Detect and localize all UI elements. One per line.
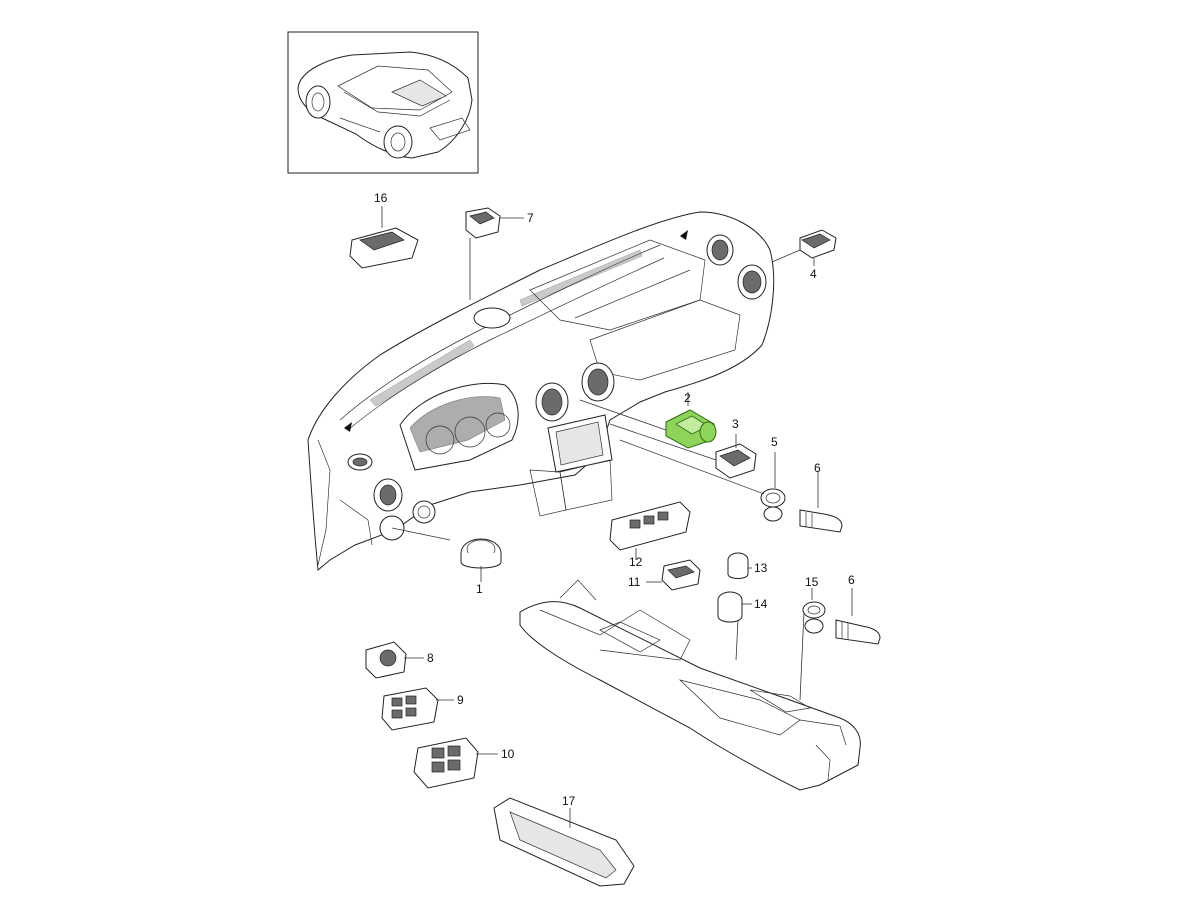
part-12-switch-strip[interactable]	[609, 501, 691, 551]
vent-icon	[737, 264, 767, 300]
center-console	[519, 579, 861, 791]
leader-lines	[381, 206, 853, 828]
part-17-console-insert[interactable]	[493, 797, 635, 887]
car-icon	[297, 51, 473, 159]
callout-7: 7	[527, 211, 534, 225]
part-5-socket[interactable]	[760, 488, 786, 522]
callout-2: 2	[684, 391, 691, 405]
callout-12: 12	[629, 555, 643, 569]
part-4-switch[interactable]	[799, 229, 837, 259]
vent-icon	[347, 453, 373, 471]
part-1-ignition-ring[interactable]	[460, 538, 502, 569]
part-14-socket[interactable]	[717, 591, 743, 623]
callout-16: 16	[374, 191, 388, 205]
part-6-plug[interactable]	[799, 509, 843, 533]
callout-1: 1	[476, 582, 483, 596]
part-6-plug[interactable]	[835, 619, 881, 645]
vent-icon	[373, 478, 403, 512]
callout-13: 13	[754, 561, 768, 575]
callout-14: 14	[754, 597, 768, 611]
vent-icon	[535, 382, 569, 422]
callout-labels: 1 2 3 4 5 6 6 7 8 9 10 11 12 13 14 15 16…	[374, 191, 855, 808]
callout-17: 17	[562, 794, 576, 808]
callout-15: 15	[805, 575, 819, 589]
part-16-trim[interactable]	[349, 227, 419, 269]
part-3-switch[interactable]	[715, 443, 757, 479]
part-9-switch-block[interactable]	[381, 687, 439, 731]
callout-5: 5	[771, 435, 778, 449]
callout-6b: 6	[848, 573, 855, 587]
part-2-sensor[interactable]	[665, 409, 717, 449]
part-10-switch-block[interactable]	[413, 737, 479, 789]
callout-4: 4	[810, 267, 817, 281]
callout-6a: 6	[814, 461, 821, 475]
callout-11: 11	[628, 575, 641, 589]
callout-8: 8	[427, 651, 434, 665]
vent-icon	[706, 234, 734, 266]
part-13-knob[interactable]	[727, 552, 749, 579]
vent-icon	[581, 362, 615, 402]
part-7-clip[interactable]	[465, 207, 501, 239]
part-11-switch[interactable]	[661, 559, 701, 591]
vehicle-inset	[287, 31, 479, 174]
part-8-knob[interactable]	[365, 641, 407, 679]
part-15-socket[interactable]	[802, 601, 826, 634]
callout-10: 10	[501, 747, 515, 761]
dashboard-assembly	[307, 211, 775, 571]
callout-3: 3	[732, 417, 739, 431]
callout-9: 9	[457, 693, 464, 707]
